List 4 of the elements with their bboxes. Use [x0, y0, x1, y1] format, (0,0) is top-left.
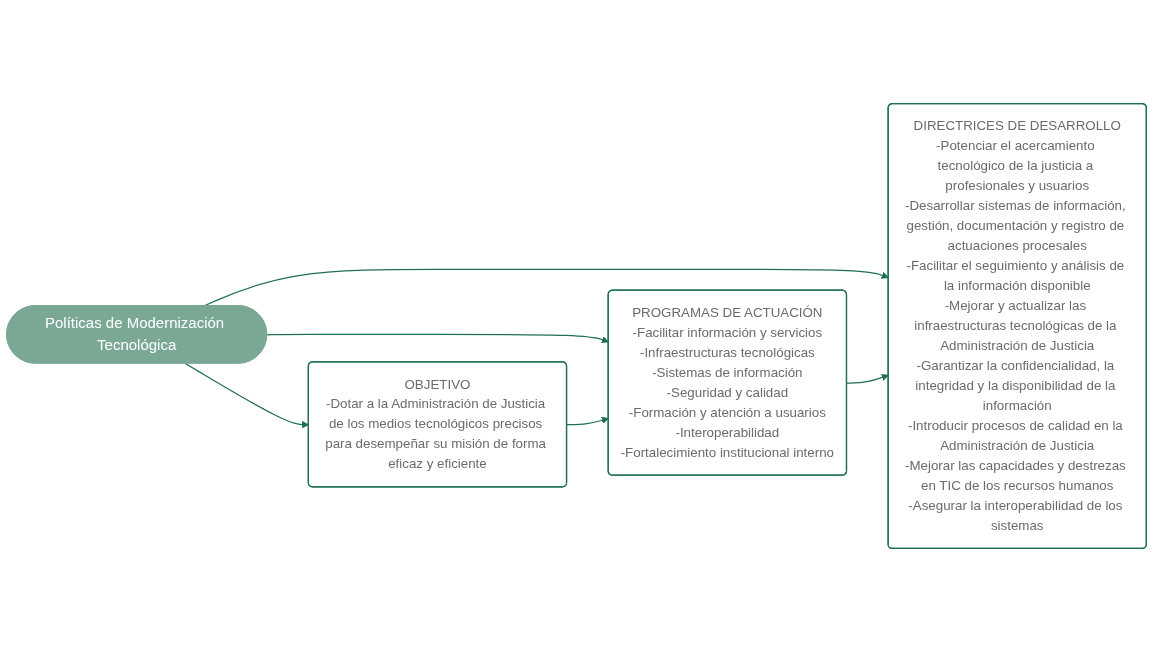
arrow — [566, 417, 609, 426]
arrow — [266, 334, 609, 344]
arrow — [846, 374, 889, 385]
arrow — [203, 269, 889, 308]
